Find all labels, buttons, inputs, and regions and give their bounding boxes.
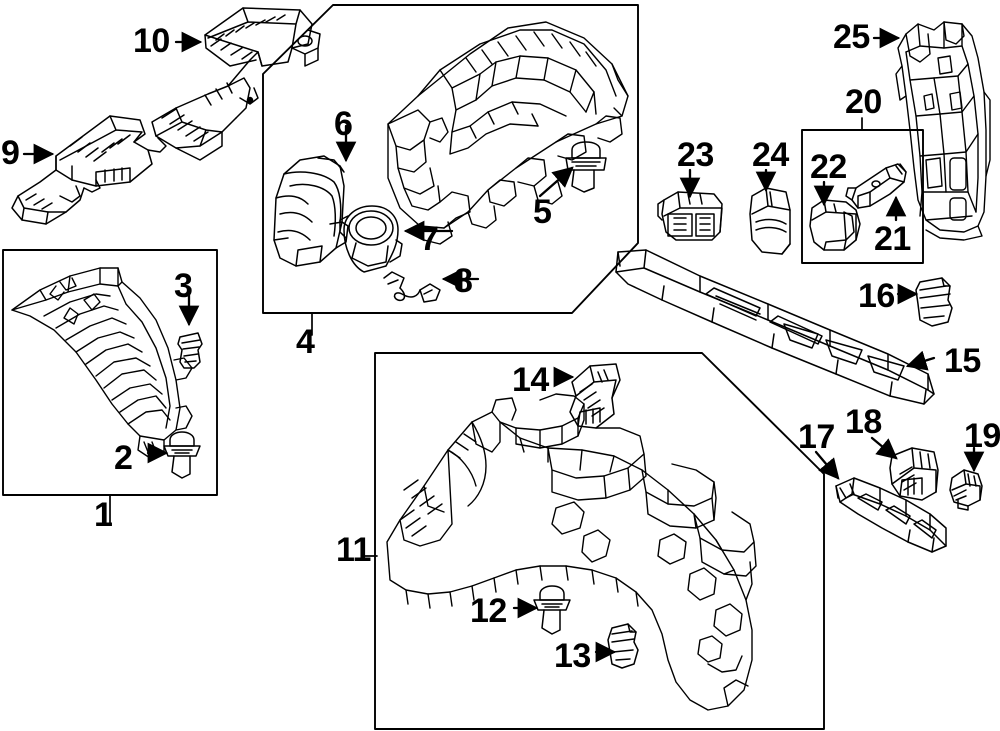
callout-12[interactable]: 12 xyxy=(470,592,507,630)
part-15-rear-sill-garnish xyxy=(615,249,935,405)
part-10-upper-trim-bracket xyxy=(151,7,321,161)
callout-23[interactable]: 23 xyxy=(677,136,714,174)
part-21-cylindrical-sensor xyxy=(845,163,907,209)
part-6-console-end-cap xyxy=(273,155,349,267)
part-12-panel-screw-grommet xyxy=(533,585,571,635)
part-16-sill-garnish-clip xyxy=(915,277,953,327)
callout-5[interactable]: 5 xyxy=(533,193,552,231)
part-24-control-module xyxy=(749,187,791,255)
panel-box-11 xyxy=(362,352,825,730)
callout-21[interactable]: 21 xyxy=(874,220,911,258)
callout-1[interactable]: 1 xyxy=(94,496,113,534)
callout-19[interactable]: 19 xyxy=(964,417,1000,455)
part-3-trim-panel-clip xyxy=(177,332,203,369)
part-22-block-sensor-module xyxy=(809,199,861,251)
callout-17[interactable]: 17 xyxy=(798,418,835,456)
part-18-rail-mount-block xyxy=(889,447,939,501)
part-11-quarter-inner-trim-panel xyxy=(386,393,757,711)
callout-3[interactable]: 3 xyxy=(174,267,193,305)
panel-box-1 xyxy=(2,249,218,524)
callout-24[interactable]: 24 xyxy=(752,136,789,174)
callout-2[interactable]: 2 xyxy=(114,439,133,477)
callout-14[interactable]: 14 xyxy=(512,361,549,399)
part-23-connector-socket-module xyxy=(657,191,723,241)
callout-4[interactable]: 4 xyxy=(296,323,315,361)
part-25-pillar-trim-panel xyxy=(895,21,991,241)
callout-25[interactable]: 25 xyxy=(833,18,870,56)
part-19-small-connector-clip xyxy=(949,469,983,511)
callout-6[interactable]: 6 xyxy=(334,105,353,143)
callout-16[interactable]: 16 xyxy=(858,277,895,315)
callout-13[interactable]: 13 xyxy=(554,637,591,675)
callout-11[interactable]: 11 xyxy=(336,531,371,569)
callout-18[interactable]: 18 xyxy=(845,403,882,441)
part-17-side-rail-bracket xyxy=(835,477,947,553)
part-1-rear-quarter-trim-panel xyxy=(11,267,193,459)
callout-20[interactable]: 20 xyxy=(845,83,882,121)
callout-9[interactable]: 9 xyxy=(1,134,20,172)
part-4-console-body xyxy=(387,21,629,245)
callout-leaders xyxy=(22,27,985,663)
callout-8[interactable]: 8 xyxy=(454,262,473,300)
callout-22[interactable]: 22 xyxy=(810,148,847,186)
panel-box-4 xyxy=(262,4,639,336)
part-2-trim-panel-screw-grommet xyxy=(163,431,201,479)
callout-7[interactable]: 7 xyxy=(420,220,439,258)
part-8-console-wire-harness xyxy=(383,271,441,303)
part-5-console-retainer-knob xyxy=(565,141,607,193)
panel-box-20 xyxy=(801,117,924,264)
callout-15[interactable]: 15 xyxy=(944,342,981,380)
part-9-lower-trim-bracket xyxy=(11,115,167,225)
part-7-console-cup-insert xyxy=(339,205,403,273)
part-14-panel-grille-insert xyxy=(569,363,621,429)
callout-10[interactable]: 10 xyxy=(133,22,170,60)
part-13-panel-retaining-clip xyxy=(607,623,639,669)
